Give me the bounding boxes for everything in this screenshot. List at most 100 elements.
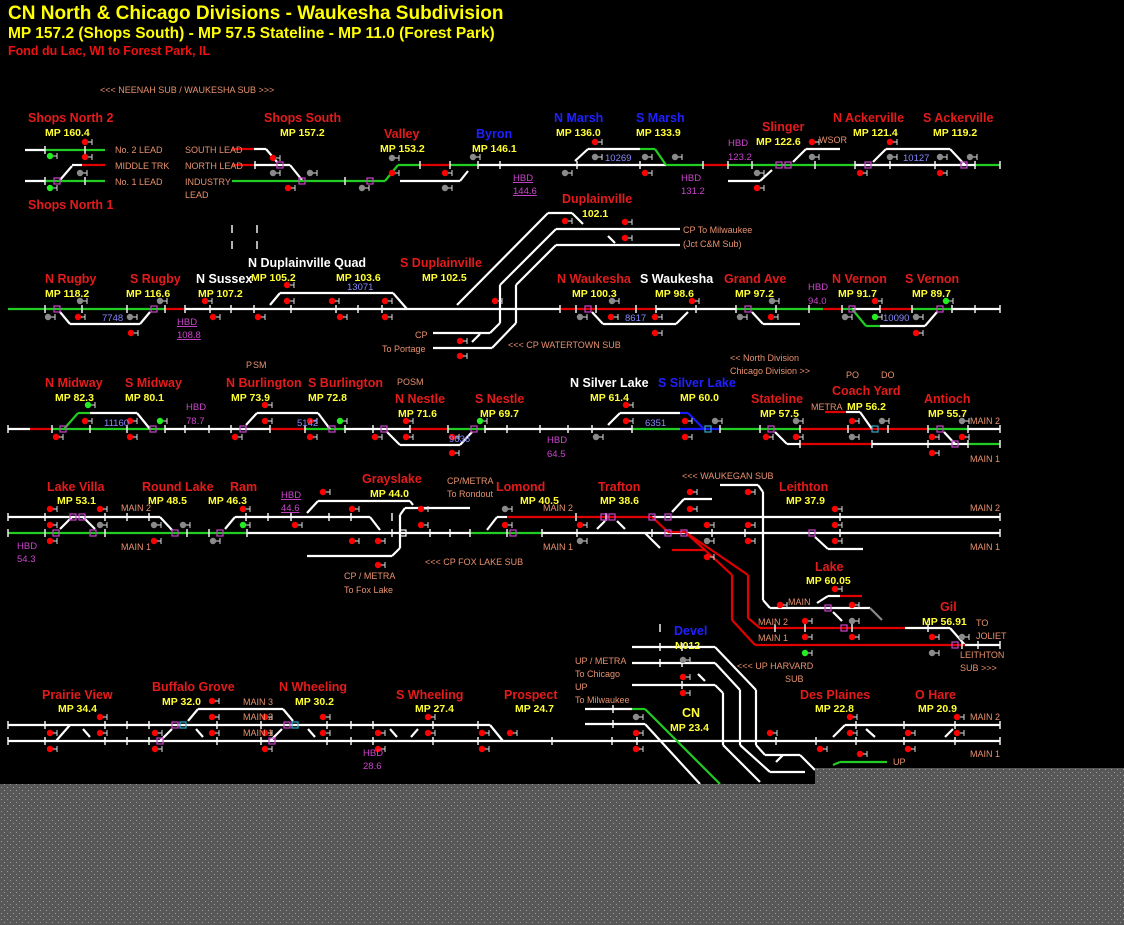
signal-icon[interactable] <box>831 521 843 529</box>
station-name[interactable]: Lomond <box>496 480 545 494</box>
signal-icon[interactable] <box>151 729 163 737</box>
signal-icon[interactable] <box>306 169 318 177</box>
signal-icon[interactable] <box>506 729 518 737</box>
signal-icon[interactable] <box>607 313 619 321</box>
signal-icon[interactable] <box>776 601 788 609</box>
signal-icon[interactable] <box>703 537 715 545</box>
station-name[interactable]: Ram <box>230 480 257 494</box>
signal-icon[interactable] <box>871 313 883 321</box>
station-name[interactable]: Antioch <box>924 392 971 406</box>
signal-icon[interactable] <box>336 313 348 321</box>
station-name[interactable]: N Duplainville Quad <box>248 256 366 270</box>
signal-icon[interactable] <box>319 713 331 721</box>
signal-icon[interactable] <box>46 729 58 737</box>
signal-icon[interactable] <box>46 152 58 160</box>
signal-icon[interactable] <box>942 297 954 305</box>
station-name[interactable]: Round Lake <box>142 480 214 494</box>
signal-icon[interactable] <box>576 313 588 321</box>
signal-icon[interactable] <box>936 169 948 177</box>
signal-icon[interactable] <box>269 169 281 177</box>
station-name[interactable]: S Marsh <box>636 111 685 125</box>
signal-icon[interactable] <box>478 729 490 737</box>
station-name[interactable]: Valley <box>384 127 419 141</box>
signal-icon[interactable] <box>831 537 843 545</box>
signal-icon[interactable] <box>374 561 386 569</box>
signal-icon[interactable] <box>424 713 436 721</box>
signal-icon[interactable] <box>912 313 924 321</box>
station-name[interactable]: Stateline <box>751 392 803 406</box>
signal-icon[interactable] <box>501 521 513 529</box>
signal-icon[interactable] <box>284 184 296 192</box>
signal-icon[interactable] <box>621 218 633 226</box>
signal-icon[interactable] <box>208 729 220 737</box>
signal-icon[interactable] <box>283 297 295 305</box>
station-name[interactable]: N Burlington <box>226 376 302 390</box>
signal-icon[interactable] <box>686 505 698 513</box>
station-name[interactable]: Prospect <box>504 688 558 702</box>
signal-icon[interactable] <box>374 745 386 753</box>
station-name[interactable]: Duplainville <box>562 192 632 206</box>
signal-icon[interactable] <box>591 153 603 161</box>
signal-icon[interactable] <box>478 745 490 753</box>
signal-icon[interactable] <box>319 729 331 737</box>
signal-icon[interactable] <box>126 433 138 441</box>
signal-icon[interactable] <box>269 154 281 162</box>
signal-icon[interactable] <box>768 297 780 305</box>
signal-icon[interactable] <box>928 449 940 457</box>
signal-icon[interactable] <box>591 138 603 146</box>
station-name[interactable]: N Marsh <box>554 111 603 125</box>
signal-icon[interactable] <box>151 745 163 753</box>
signal-icon[interactable] <box>641 153 653 161</box>
station-name[interactable]: N Silver Lake <box>570 376 649 390</box>
signal-icon[interactable] <box>808 138 820 146</box>
signal-icon[interactable] <box>753 184 765 192</box>
signal-icon[interactable] <box>576 537 588 545</box>
signal-icon[interactable] <box>848 433 860 441</box>
signal-icon[interactable] <box>928 433 940 441</box>
signal-icon[interactable] <box>76 169 88 177</box>
station-name[interactable]: N Nestle <box>395 392 445 406</box>
signal-icon[interactable] <box>76 297 88 305</box>
signal-icon[interactable] <box>641 169 653 177</box>
signal-icon[interactable] <box>686 488 698 496</box>
station-name[interactable]: N Rugby <box>45 272 96 286</box>
hot-box-detector-milepost[interactable]: 108.8 <box>177 330 201 341</box>
signal-icon[interactable] <box>801 617 813 625</box>
hot-box-detector-milepost[interactable]: 144.6 <box>513 186 537 197</box>
signal-icon[interactable] <box>608 297 620 305</box>
signal-icon[interactable] <box>501 505 513 513</box>
signal-icon[interactable] <box>679 656 691 664</box>
signal-icon[interactable] <box>766 729 778 737</box>
signal-icon[interactable] <box>856 169 868 177</box>
signal-icon[interactable] <box>958 633 970 641</box>
signal-icon[interactable] <box>84 401 96 409</box>
signal-icon[interactable] <box>681 417 693 425</box>
signal-icon[interactable] <box>456 352 468 360</box>
signal-icon[interactable] <box>886 153 898 161</box>
signal-icon[interactable] <box>46 521 58 529</box>
signal-icon[interactable] <box>381 297 393 305</box>
signal-icon[interactable] <box>632 729 644 737</box>
signal-icon[interactable] <box>671 153 683 161</box>
station-name[interactable]: Buffalo Grove <box>152 680 235 694</box>
hot-box-detector-label[interactable]: HBD <box>281 490 301 501</box>
signal-icon[interactable] <box>261 417 273 425</box>
signal-icon[interactable] <box>912 329 924 337</box>
signal-icon[interactable] <box>928 649 940 657</box>
station-name[interactable]: S Silver Lake <box>658 376 736 390</box>
signal-icon[interactable] <box>441 169 453 177</box>
signal-icon[interactable] <box>846 713 858 721</box>
station-name[interactable]: Shops South <box>264 111 341 125</box>
signal-icon[interactable] <box>744 488 756 496</box>
signal-icon[interactable] <box>417 521 429 529</box>
station-name[interactable]: CN <box>682 706 700 720</box>
signal-icon[interactable] <box>127 329 139 337</box>
station-name[interactable]: S Burlington <box>308 376 383 390</box>
signal-icon[interactable] <box>156 417 168 425</box>
hot-box-detector-label[interactable]: HBD <box>177 317 197 328</box>
signal-icon[interactable] <box>388 169 400 177</box>
signal-icon[interactable] <box>681 433 693 441</box>
signal-icon[interactable] <box>878 417 890 425</box>
signal-icon[interactable] <box>886 138 898 146</box>
signal-icon[interactable] <box>767 313 779 321</box>
